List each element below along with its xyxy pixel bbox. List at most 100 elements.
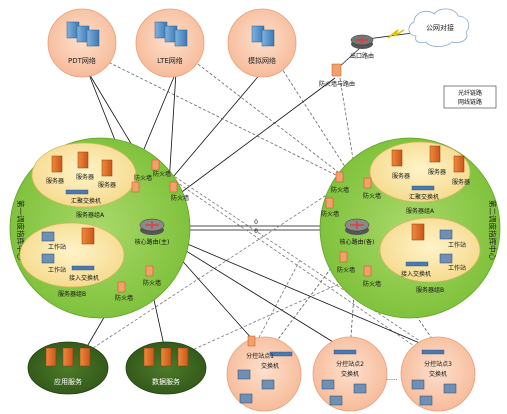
- firewall-label: 防火墙: [153, 170, 171, 178]
- server-icon: [411, 223, 425, 241]
- firewall-label: 防火墙: [115, 294, 133, 302]
- firewall-icon: [247, 335, 256, 347]
- server-icons: [51, 151, 113, 177]
- firewall-icon: [335, 171, 344, 183]
- site-label: 分控站点2: [336, 360, 364, 368]
- server-icon: [177, 347, 189, 367]
- switch-icon: [411, 185, 435, 191]
- monitor-icon: [353, 383, 367, 394]
- monitor-icon: [411, 379, 425, 390]
- firewall-icon: [151, 159, 160, 171]
- top-network-lte: LTE网络: [135, 8, 205, 78]
- legend-line2: 网线链路: [458, 98, 482, 106]
- server-cluster-icon: [154, 21, 188, 47]
- server-icon: [143, 347, 155, 367]
- monitor-icon: [419, 395, 433, 406]
- switch-b-label: 接入交换机: [401, 270, 431, 278]
- switch-icon: [333, 349, 357, 355]
- site-label: 分控站点3: [424, 360, 452, 368]
- workstation-icons: [411, 223, 453, 264]
- legend-box: [443, 85, 497, 109]
- bottom-group-app: 应用服务: [27, 341, 109, 395]
- firewall-icon: [363, 265, 372, 277]
- site-label: 分控站点1: [246, 352, 274, 360]
- gateway-router: 出口路由: [350, 34, 374, 60]
- link-mark: 0: [254, 219, 258, 226]
- firewall-icon: [331, 63, 342, 77]
- site-zone: [400, 336, 476, 412]
- firewall-label: 防火墙: [331, 186, 349, 194]
- center-left: 第一调度指挥中心 服务器 服务器 服务器 汇聚交换机 服务器组A 工作站 工作站…: [9, 137, 191, 319]
- app-service-label: 应用服务: [54, 377, 82, 386]
- link-fw-core-right: [339, 77, 357, 179]
- site-switch-label: 交换机: [429, 370, 447, 378]
- firewall-label: 防火墙: [337, 266, 355, 274]
- firewall-top-label: 防火墙与路由: [319, 80, 355, 88]
- monitor-icon: [41, 253, 55, 264]
- firewall-icons: [325, 171, 372, 277]
- bottom-group-data: 数据服务: [125, 341, 207, 395]
- public-network-cloud: 公网对接: [408, 8, 470, 47]
- server-label: 服务器: [392, 172, 410, 180]
- server-icon: [79, 347, 91, 367]
- monitor-icon: [239, 393, 253, 404]
- server-group-b: [379, 217, 481, 283]
- site-1: 分控站点1 交换机: [226, 335, 302, 412]
- link-core-site2: [161, 235, 347, 351]
- server-label: 服务器: [46, 177, 64, 185]
- firewall-icon: [131, 181, 140, 193]
- link-cross-4: [169, 269, 371, 361]
- lte-network-label: LTE网络: [157, 56, 183, 65]
- server-cluster-icon: [66, 21, 100, 47]
- workstation-icons: [41, 227, 95, 264]
- server-label: 服务器: [98, 181, 116, 189]
- firewall-label: 防火墙: [143, 279, 161, 287]
- firewall-icons: [117, 159, 178, 293]
- switch-icon: [269, 351, 293, 357]
- center-right-title: 第二调度指挥中心: [488, 200, 498, 260]
- firewall-icon: [325, 197, 334, 209]
- firewall-icon: [117, 281, 126, 293]
- monitor-icon: [439, 253, 453, 264]
- switch-b-label: 接入交换机: [69, 274, 99, 282]
- link-cross-2: [149, 159, 446, 359]
- monitor-icon: [261, 379, 275, 390]
- firewall-label: 防火墙: [363, 192, 381, 200]
- server-label: 服务器: [428, 168, 446, 176]
- link-cross-1: [129, 149, 421, 351]
- top-network-analog: 模拟网络: [227, 8, 297, 78]
- switch-a-label: 汇聚交换机: [71, 197, 101, 205]
- workstation-label: 工作站: [448, 241, 466, 249]
- firewall-icon: [145, 265, 154, 277]
- link-rcore-site1: [269, 235, 356, 351]
- workstation-label: 工作站: [448, 264, 466, 272]
- center-left-title: 第一调度指挥中心: [16, 200, 26, 260]
- switch-a-label: 汇聚交换机: [409, 193, 439, 201]
- server-group-label: 服务器组A: [406, 207, 435, 215]
- cloud-icon: [408, 8, 470, 47]
- lightning-icon: [387, 29, 405, 39]
- site-switch-label: 交换机: [261, 362, 279, 370]
- server-label: 服务器: [452, 178, 470, 186]
- workstation-label: 工作站: [48, 266, 66, 274]
- center-right: 第二调度指挥中心 服务器 服务器 服务器 汇聚交换机 服务器组A 工作站 工作站…: [319, 137, 501, 319]
- firewall-label: 防火墙: [363, 280, 381, 288]
- link-pdt-right: [99, 57, 351, 183]
- monitor-icon: [237, 369, 251, 380]
- server-icons: [391, 145, 465, 173]
- firewall-top: 防火墙与路由: [319, 63, 355, 88]
- analog-network-label: 模拟网络: [248, 56, 276, 65]
- legend: 光纤链路 网线链路: [443, 85, 497, 109]
- core-router-label: 核心路由(备): [340, 238, 375, 246]
- firewall-icon: [339, 251, 348, 263]
- site-zone: [312, 336, 388, 412]
- link-gateway-fw: [337, 47, 361, 69]
- core-router-right: 核心路由(备): [340, 218, 375, 246]
- switch-icon: [71, 265, 95, 271]
- server-icon: [81, 227, 95, 245]
- switch-icon: [421, 349, 445, 355]
- link-core-site3: [163, 233, 437, 351]
- firewall-icon: [169, 181, 178, 193]
- site-switch-label: 交换机: [341, 370, 359, 378]
